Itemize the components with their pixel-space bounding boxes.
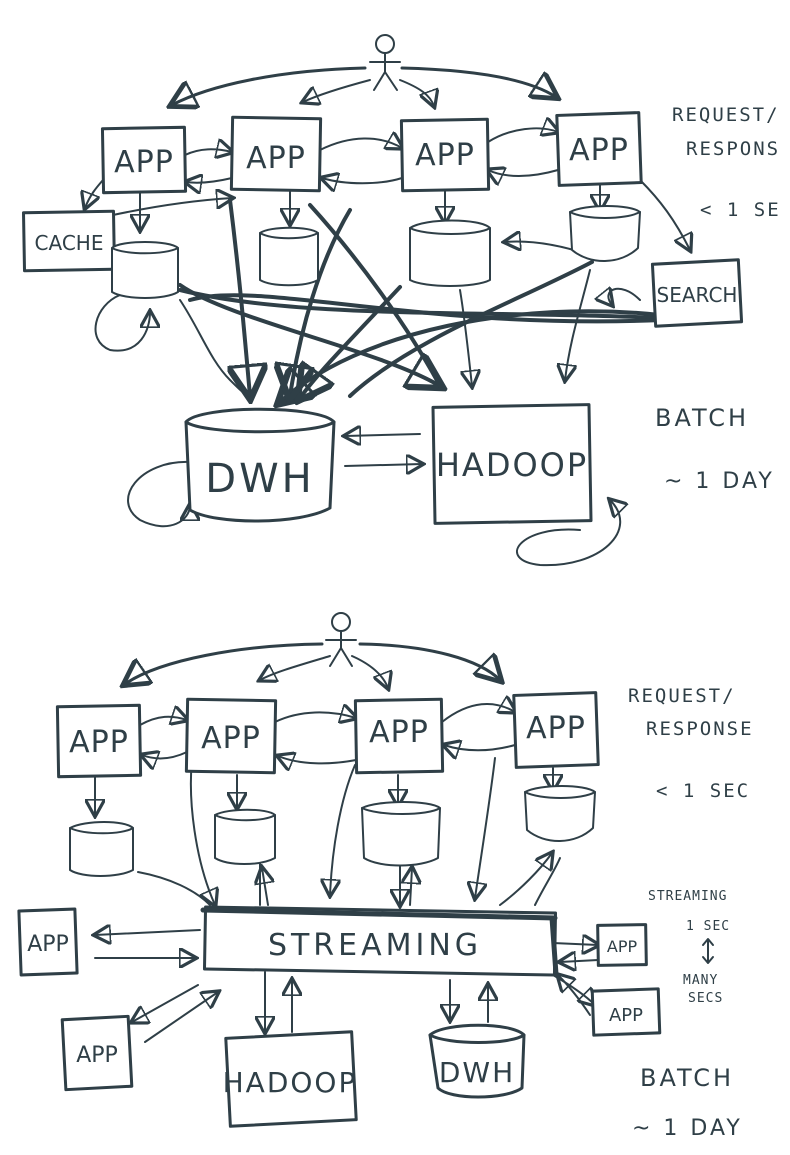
user-icon	[325, 612, 357, 667]
app-label: APP	[114, 145, 174, 180]
request-note-line1: REQUEST/	[628, 685, 736, 707]
batch-note: BATCH	[655, 404, 749, 432]
top-app-2: APP	[229, 115, 323, 193]
bottom-app-right-2: APP	[590, 987, 662, 1037]
top-diagram: APP APP APP APP CACHE SEARCH	[22, 34, 781, 567]
bottom-app-3: APP	[353, 697, 445, 775]
bottom-app-4: APP	[512, 691, 600, 769]
latency-streaming-line3: SECS	[688, 991, 723, 1006]
search-label: SEARCH	[657, 283, 738, 307]
range-arrow-icon	[702, 938, 714, 964]
app-label: APP	[27, 932, 69, 957]
dwh-label: DWH	[205, 456, 314, 502]
latency-streaming-line2: MANY	[683, 973, 718, 988]
app-label: APP	[69, 725, 129, 760]
app-label: APP	[609, 1005, 643, 1026]
request-note-line2: RESPONSE	[646, 718, 754, 740]
db-cylinders-top	[111, 205, 641, 299]
bottom-hadoop: HADOOP	[223, 1030, 358, 1128]
latency-streaming-line1: 1 SEC	[686, 919, 730, 934]
db-cylinders-bottom	[69, 785, 596, 877]
app-label: APP	[415, 138, 475, 173]
streaming-label: STREAMING	[268, 928, 482, 963]
hadoop-label: HADOOP	[223, 1066, 358, 1099]
user-icon	[369, 34, 401, 91]
app-label: APP	[526, 711, 586, 746]
user-request-arcs	[125, 642, 500, 688]
request-note-line2: RESPONS	[686, 138, 780, 160]
top-app-4: APP	[555, 111, 643, 187]
bottom-app-lower-left: APP	[60, 1014, 134, 1092]
app-label: APP	[607, 937, 638, 956]
latency-batch-note: ~ 1 DAY	[632, 1116, 743, 1141]
streaming-note: STREAMING	[648, 889, 727, 904]
hadoop-label: HADOOP	[436, 446, 588, 484]
request-note-line1: REQUEST/	[672, 104, 780, 126]
store-outputs	[94, 242, 641, 397]
top-cache: CACHE	[22, 209, 116, 273]
top-search: SEARCH	[650, 258, 744, 328]
latency-request-note: < 1 SE	[700, 199, 781, 221]
latency-batch-note: ~ 1 DAY	[664, 469, 775, 494]
latency-request-note: < 1 SEC	[656, 780, 750, 802]
bottom-diagram: APP APP APP APP STREA	[17, 612, 754, 1141]
app-label: APP	[569, 133, 629, 168]
streaming-bar: STREAMING	[200, 905, 559, 977]
dwh-label: DWH	[439, 1056, 515, 1089]
user-request-arcs	[172, 66, 556, 106]
bottom-app-right-1: APP	[596, 923, 648, 967]
app-links-bottom	[95, 704, 598, 1043]
bottom-app-left: APP	[17, 907, 79, 977]
app-label: APP	[369, 715, 429, 750]
app-label: APP	[201, 721, 261, 756]
top-app-3: APP	[399, 117, 491, 193]
app-links-top	[85, 128, 690, 250]
batch-note: BATCH	[640, 1064, 734, 1092]
top-hadoop: HADOOP	[431, 403, 593, 525]
top-app-1: APP	[100, 125, 188, 195]
bottom-app-1: APP	[55, 703, 143, 779]
bottom-app-2: APP	[184, 697, 278, 775]
crossing-data-flows	[178, 198, 664, 402]
bottom-dwh: DWH	[428, 1023, 526, 1099]
app-label: APP	[246, 141, 306, 176]
dwh-hadoop-links	[127, 434, 620, 567]
top-dwh: DWH	[184, 407, 336, 523]
app-label: APP	[76, 1043, 118, 1068]
cache-label: CACHE	[35, 231, 104, 255]
